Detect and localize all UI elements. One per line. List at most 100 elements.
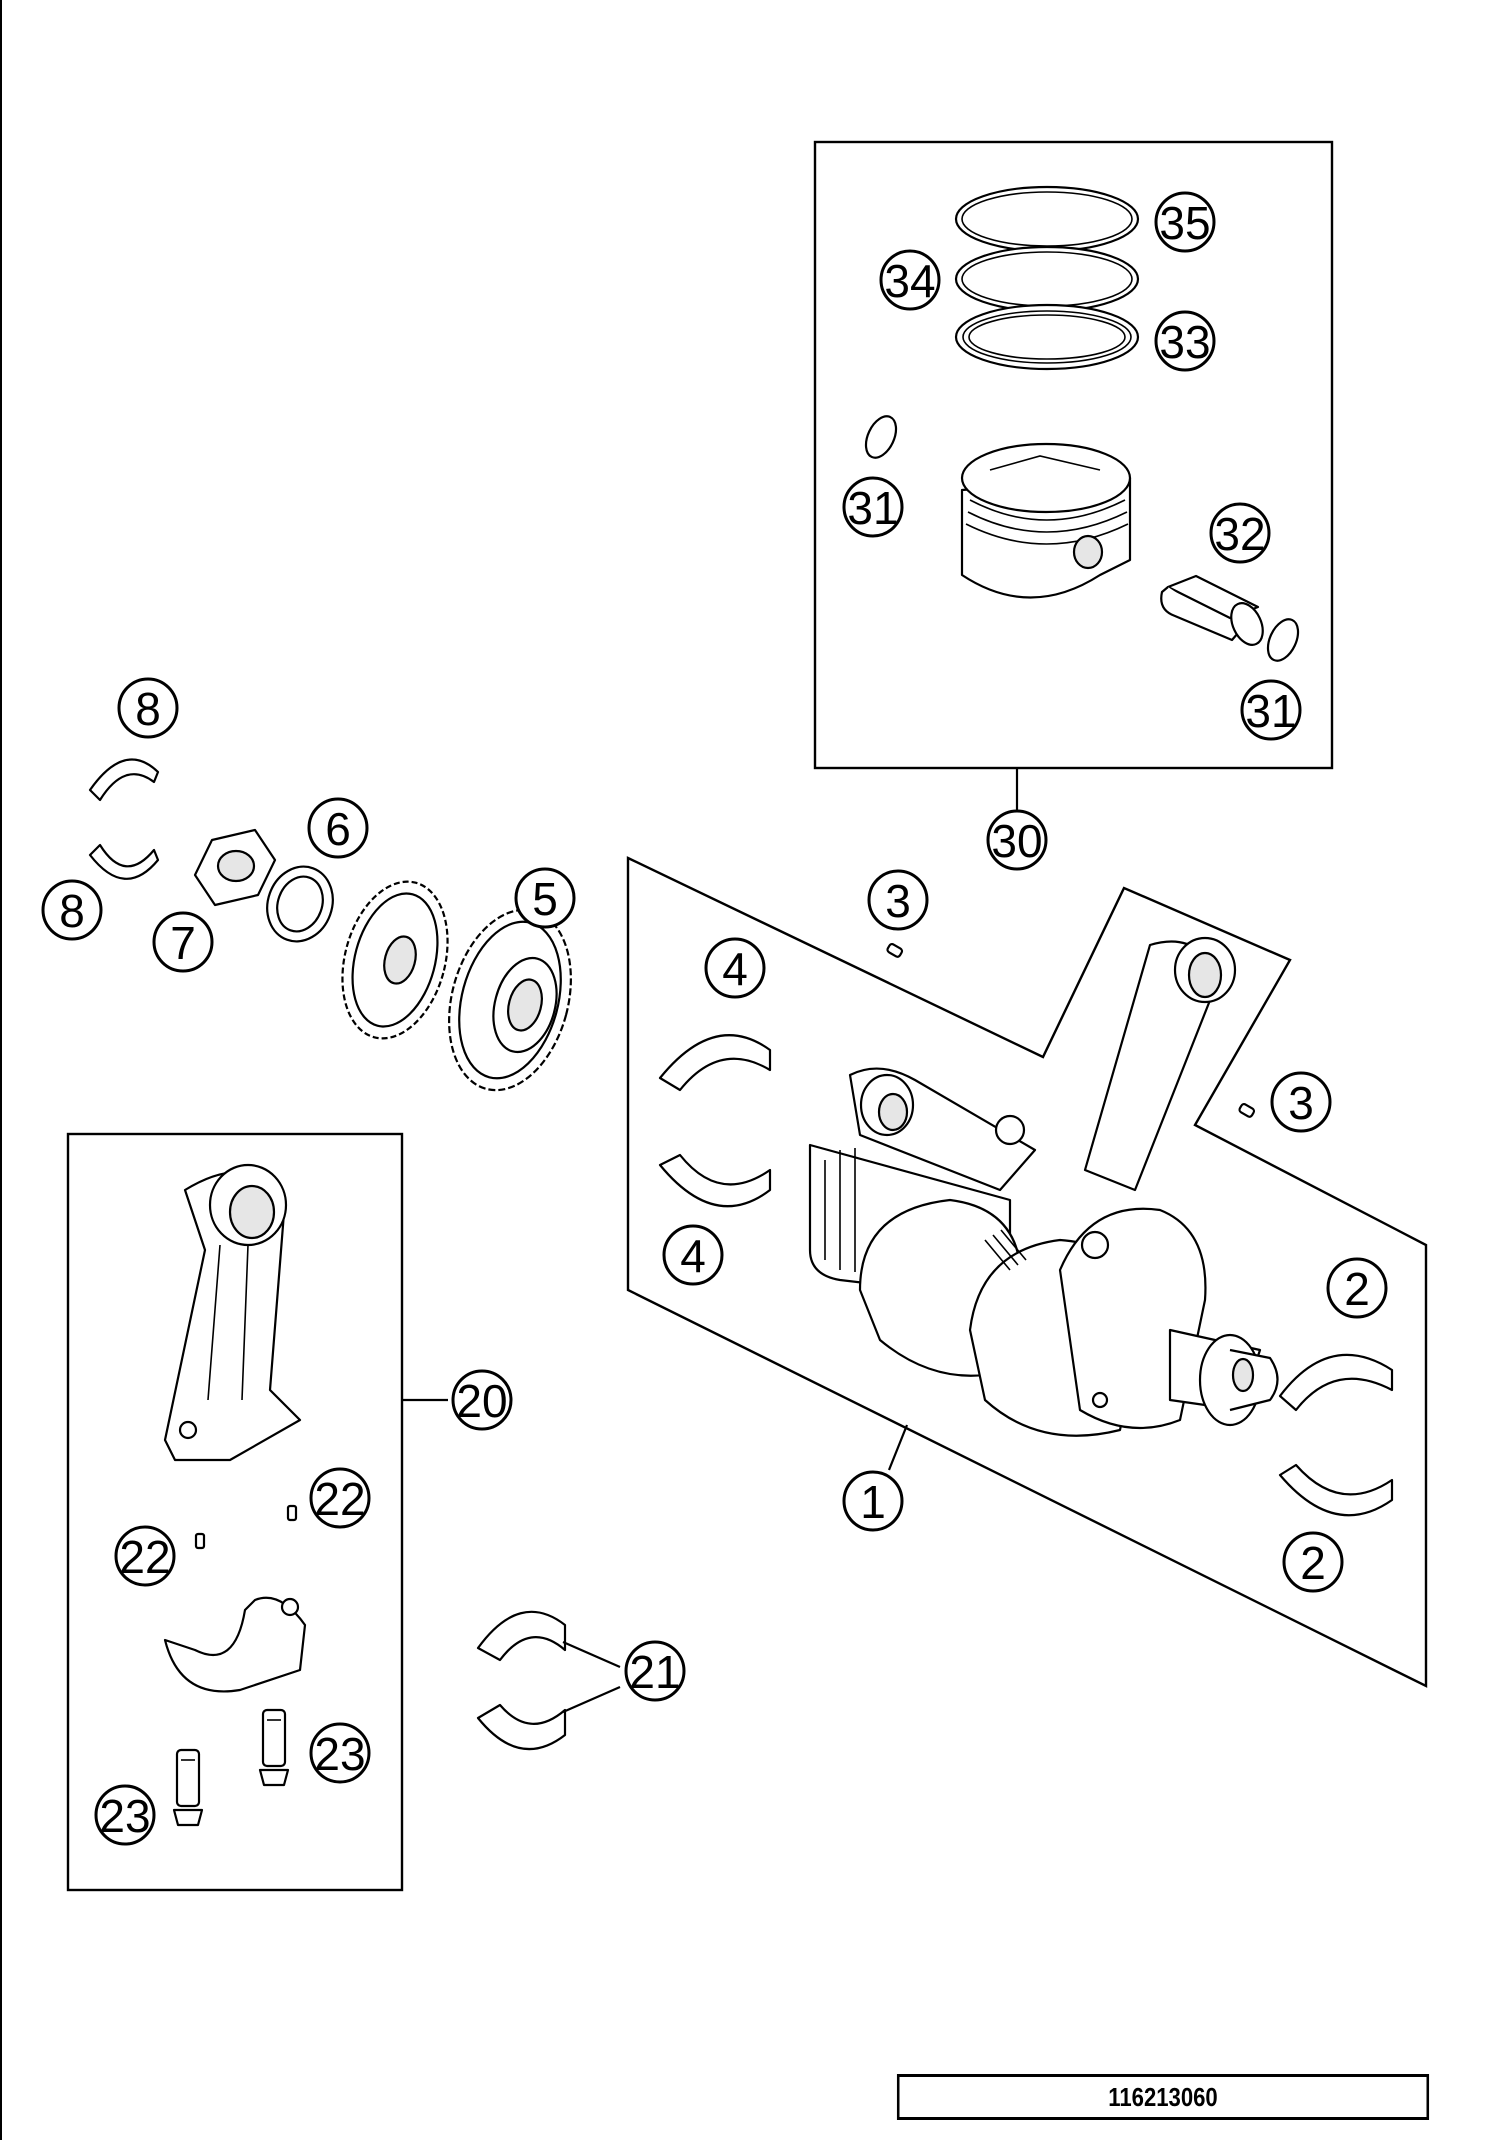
piston-kit-frame	[813, 140, 1334, 770]
circlip-31a	[864, 415, 898, 459]
callout-label: 5	[532, 873, 558, 925]
callout-label: 8	[59, 885, 85, 937]
connecting-rod	[163, 1163, 302, 1462]
callout-35: 35	[1154, 191, 1216, 253]
callout-label: 33	[1159, 316, 1210, 368]
callout-circle	[867, 869, 929, 931]
bearing-shell-21b	[476, 1703, 567, 1751]
callout-circle	[1209, 502, 1271, 564]
callout-label: 30	[991, 815, 1042, 867]
callout-31a: 31	[842, 476, 904, 538]
callout-7: 7	[152, 911, 214, 973]
bearing-shell-8b	[88, 843, 160, 880]
callout-label: 22	[119, 1531, 170, 1583]
callout-circle	[94, 1784, 156, 1846]
callout-label: 2	[1344, 1263, 1370, 1315]
callout-5: 5	[514, 867, 576, 929]
leader-21a	[562, 1640, 621, 1669]
callout-30: 30	[986, 809, 1048, 871]
callout-21: 21	[624, 1640, 686, 1702]
callout-34: 34	[879, 249, 941, 311]
crankshaft-frame	[626, 856, 1428, 1688]
callout-6: 6	[307, 797, 369, 859]
piston	[960, 442, 1132, 599]
callout-2a: 2	[1326, 1257, 1388, 1319]
callout-label: 22	[314, 1473, 365, 1525]
hex-nut	[193, 828, 277, 907]
callout-circle	[1154, 310, 1216, 372]
callout-circle	[309, 1467, 371, 1529]
bearing-shell-2b	[1278, 1463, 1394, 1517]
callout-label: 35	[1159, 197, 1210, 249]
callout-circle	[309, 1722, 371, 1784]
woodruff-key-3a	[886, 943, 904, 958]
sprocket-gear	[341, 880, 449, 1040]
callout-circle	[1282, 1531, 1344, 1593]
callout-22b: 22	[114, 1525, 176, 1587]
callout-circle	[842, 1470, 904, 1532]
callout-4b: 4	[662, 1224, 724, 1286]
callout-circle	[1326, 1257, 1388, 1319]
callout-circle	[117, 677, 179, 739]
bearing-shell-4b	[658, 1153, 772, 1208]
reference-number: 116213060	[896, 2074, 1430, 2120]
bearing-shell-2a	[1278, 1353, 1394, 1412]
piston-ring-34	[954, 245, 1140, 313]
callout-label: 21	[629, 1646, 680, 1698]
callout-circle	[1270, 1071, 1332, 1133]
callout-label: 23	[314, 1728, 365, 1780]
conrod-bolt-23b	[258, 1708, 290, 1787]
piston-ring-33	[954, 303, 1140, 371]
callout-circle	[1240, 679, 1302, 741]
callout-label: 6	[325, 803, 351, 855]
callout-label: 8	[135, 683, 161, 735]
callout-8a: 8	[117, 677, 179, 739]
piston-ring-35	[954, 185, 1140, 253]
conrod-cap	[163, 1596, 307, 1693]
gear-5	[448, 908, 572, 1092]
piston-pin	[1160, 574, 1264, 646]
callout-circle	[842, 476, 904, 538]
callout-4a: 4	[704, 937, 766, 999]
callout-circle	[114, 1525, 176, 1587]
callout-31b: 31	[1240, 679, 1302, 741]
washer	[266, 865, 334, 943]
callout-label: 23	[99, 1790, 150, 1842]
callout-circle	[41, 879, 103, 941]
leader-1	[887, 1424, 909, 1471]
callout-label: 4	[680, 1230, 706, 1282]
callout-label: 32	[1214, 508, 1265, 560]
leader-21b	[562, 1685, 621, 1714]
bearing-shell-4a	[658, 1034, 772, 1092]
woodruff-key-3b	[1238, 1103, 1256, 1118]
callout-circle	[986, 809, 1048, 871]
crankshaft	[808, 936, 1279, 1437]
callout-circle	[451, 1369, 513, 1431]
callout-label: 1	[860, 1476, 886, 1528]
callout-22a: 22	[309, 1467, 371, 1529]
callout-label: 3	[1288, 1077, 1314, 1129]
callout-23b: 23	[94, 1784, 156, 1846]
callout-label: 7	[170, 917, 196, 969]
callout-20: 20	[451, 1369, 513, 1431]
callout-3b: 3	[1270, 1071, 1332, 1133]
callout-label: 34	[884, 255, 935, 307]
callout-2b: 2	[1282, 1531, 1344, 1593]
callout-circle	[152, 911, 214, 973]
callout-1: 1	[842, 1470, 904, 1532]
callout-circle	[704, 937, 766, 999]
conrod-kit-frame	[66, 1132, 404, 1892]
callout-label: 31	[1245, 685, 1296, 737]
callout-circle	[662, 1224, 724, 1286]
callout-label: 3	[885, 875, 911, 927]
bearing-shell-8a	[88, 758, 160, 802]
circlip-31b	[1266, 618, 1300, 662]
callout-33: 33	[1154, 310, 1216, 372]
callout-circle	[307, 797, 369, 859]
page-left-border	[0, 0, 2, 2140]
callout-circle	[1154, 191, 1216, 253]
callout-23a: 23	[309, 1722, 371, 1784]
callout-label: 31	[847, 482, 898, 534]
callout-label: 4	[722, 943, 748, 995]
